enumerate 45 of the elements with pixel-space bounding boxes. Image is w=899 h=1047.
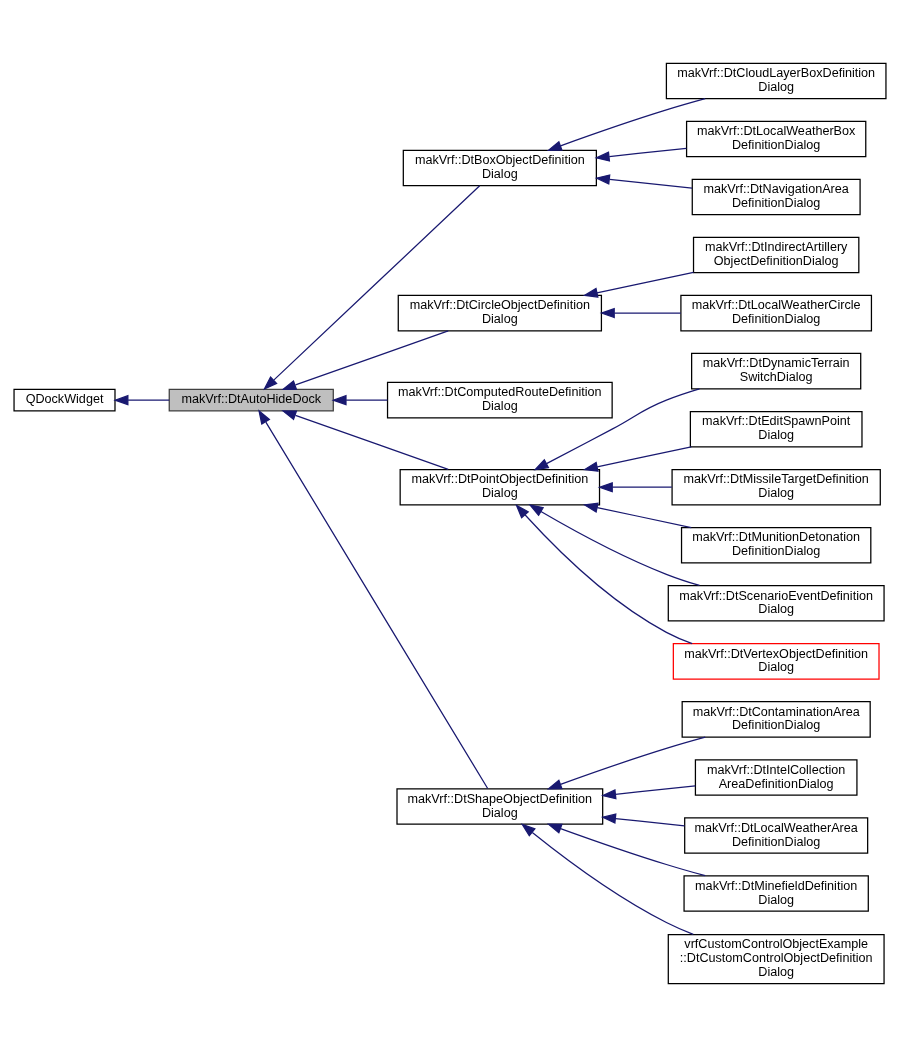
node-box: makVrf::DtAutoHideDock xyxy=(168,388,334,412)
arrow xyxy=(546,736,706,790)
node-box: makVrf::DtLocalWeatherArea DefinitionDialog xyxy=(683,817,868,854)
node-box: makVrf::DtMissileTargetDefinition Dialog xyxy=(670,468,881,506)
arrow xyxy=(546,823,706,877)
node-box: makVrf::DtPointObjectDefinition Dialog xyxy=(399,468,600,506)
arrow xyxy=(582,271,694,298)
node-box: makVrf::DtNavigationArea DefinitionDialog xyxy=(691,178,861,216)
node-box: QDockWidget xyxy=(12,388,116,412)
arrow xyxy=(597,481,672,493)
arrow xyxy=(262,185,480,391)
node-box: makVrf::DtMunitionDetonation DefinitionDialog xyxy=(680,526,871,564)
arrow xyxy=(112,394,170,406)
arrow xyxy=(599,307,681,319)
arrow xyxy=(280,330,449,390)
node-box: makVrf::DtEditSpawnPoint Dialog xyxy=(689,410,863,448)
arrow xyxy=(600,813,685,827)
arrow xyxy=(594,174,693,189)
arrow xyxy=(582,502,692,529)
arrow xyxy=(532,388,700,471)
node-box: makVrf::DtDynamicTerrain SwitchDialog xyxy=(690,352,861,390)
node-box: vrfCustomControlObjectExample ::DtCustomControlObjectDefinition Dialog xyxy=(667,933,885,985)
node-box: makVrf::DtCloudLayerBoxDefinition Dialog xyxy=(665,62,887,100)
node-box: makVrf::DtShapeObjectDefinition Dialog xyxy=(395,788,603,825)
node-box: makVrf::DtVertexObjectDefinition Dialog xyxy=(672,643,880,680)
node-box: makVrf::DtCircleObjectDefinition Dialog xyxy=(397,294,602,332)
arrow xyxy=(330,394,388,406)
arrow xyxy=(280,410,449,470)
arrow xyxy=(520,823,694,936)
node-box: makVrf::DtComputedRouteDefinition Dialog xyxy=(386,381,613,419)
node-box: makVrf::DtLocalWeatherBox DefinitionDialog xyxy=(685,120,866,158)
node-box: makVrf::DtContaminationArea DefinitionDialog xyxy=(681,701,871,738)
node-box: makVrf::DtLocalWeatherCircle DefinitionDialog xyxy=(679,294,872,332)
arrow xyxy=(600,785,696,800)
arrow xyxy=(257,409,488,790)
node-box: makVrf::DtScenarioEventDefinition Dialog xyxy=(667,585,885,622)
node-box: makVrf::DtIndirectArtillery ObjectDefinitionDialog xyxy=(692,236,859,274)
node-box: makVrf::DtMinefieldDefinition Dialog xyxy=(682,875,869,912)
arrow xyxy=(582,446,692,472)
arrow xyxy=(527,504,700,587)
arrow xyxy=(546,98,706,151)
node-box: makVrf::DtIntelCollection AreaDefinitionDialog xyxy=(694,759,858,796)
node-box: makVrf::DtBoxObjectDefinition Dialog xyxy=(402,149,597,187)
arrow xyxy=(514,503,693,645)
arrow xyxy=(594,147,687,162)
